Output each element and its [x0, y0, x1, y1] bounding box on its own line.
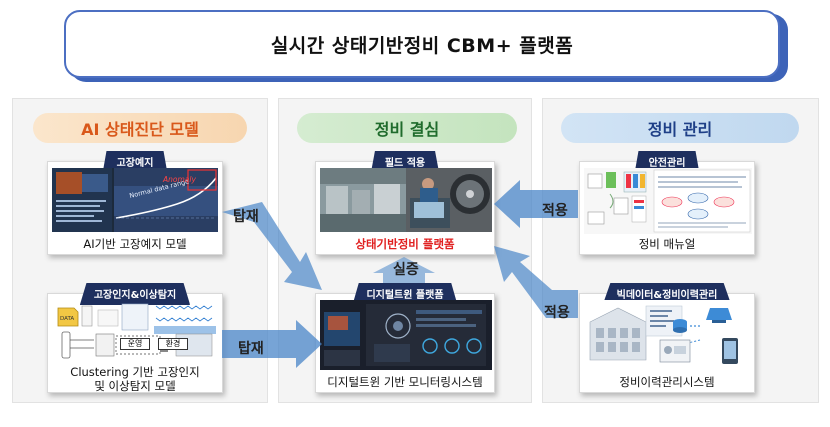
card-tab-safety-management: 안전관리 — [634, 151, 700, 173]
panel-header-maintenance-management: 정비 관리 — [561, 113, 799, 143]
anomaly-label: Anomaly — [162, 175, 196, 184]
card-caption-field-application: 상태기반정비 플랫폼 — [355, 237, 455, 251]
verify-arrow — [373, 257, 435, 291]
env-box: 환경 — [158, 338, 188, 350]
verify-label: 실증 — [393, 262, 419, 278]
card-anomaly-detection: 고장인지&이상탐지 DATA 운영 환경 Clustering 기반 고장인지 … — [47, 283, 223, 393]
card-caption-anomaly-line2: 및 이상탐지 모델 — [94, 379, 176, 393]
ops-box: 운영 — [120, 338, 150, 350]
field-photo-graphic — [320, 168, 492, 232]
apply-label-bottom: 적용 — [544, 305, 570, 321]
card-tab-digital-twin: 디지털트윈 플랫폼 — [352, 283, 458, 305]
prediction-chart-graphic: Normal data range Anomaly — [52, 168, 218, 232]
card-caption-anomaly-line1: Clustering 기반 고장인지 — [70, 365, 200, 379]
title-box: 실시간 상태기반정비 CBM+ 플랫폼 — [64, 10, 780, 78]
svg-text:DATA: DATA — [60, 316, 74, 322]
panel-header-ai-diagnosis: AI 상태진단 모델 — [33, 113, 247, 143]
panel-ai-diagnosis: AI 상태진단 모델 고장예지 Normal data range Anomal… — [12, 98, 268, 403]
card-caption-digital-twin: 디지털트윈 기반 모니터링시스템 — [327, 375, 483, 389]
page-title: 실시간 상태기반정비 CBM+ 플랫폼 — [270, 34, 574, 57]
card-tab-field-application: 필드 적용 — [370, 151, 440, 173]
card-digital-twin: 디지털트윈 플랫폼 디지털트윈 기반 모니터링시스템 — [315, 283, 495, 393]
history-system-graphic — [584, 300, 752, 370]
clustering-diagram-graphic: DATA — [57, 303, 216, 359]
panel-maintenance-management: 정비 관리 안전관리 — [542, 98, 819, 403]
digital-twin-screen-graphic — [320, 300, 492, 370]
card-safety-management: 안전관리 — [579, 151, 755, 255]
card-tab-failure-prediction: 고장예지 — [102, 151, 168, 173]
card-field-application: 필드 적용 상태기반정비 플랫폼 — [315, 151, 495, 255]
card-failure-prediction: 고장예지 Normal data range Anomaly AI기반 고장예지… — [47, 151, 223, 255]
mount-label-top: 탑재 — [233, 209, 259, 225]
card-caption-failure-prediction: AI기반 고장예지 모델 — [83, 237, 187, 251]
apply-label-top: 적용 — [542, 203, 568, 219]
card-tab-bigdata-history: 빅데이터&정비이력관리 — [602, 283, 732, 305]
card-caption-safety-management: 정비 매뉴얼 — [638, 237, 696, 251]
card-tab-anomaly-detection: 고장인지&이상탐지 — [79, 283, 191, 305]
failure-prediction-image: Normal data range Anomaly — [52, 168, 218, 232]
panel-maintenance-decision: 정비 결심 필드 적용 상태기반정비 플랫폼 — [278, 98, 532, 403]
mount-label-bottom: 탑재 — [238, 341, 264, 357]
panel-header-maintenance-decision: 정비 결심 — [297, 113, 517, 143]
card-caption-bigdata-history: 정비이력관리시스템 — [619, 375, 715, 389]
card-bigdata-history: 빅데이터&정비이력관리 정비이력관리시스템 — [579, 283, 755, 393]
manual-graphic — [584, 168, 752, 234]
